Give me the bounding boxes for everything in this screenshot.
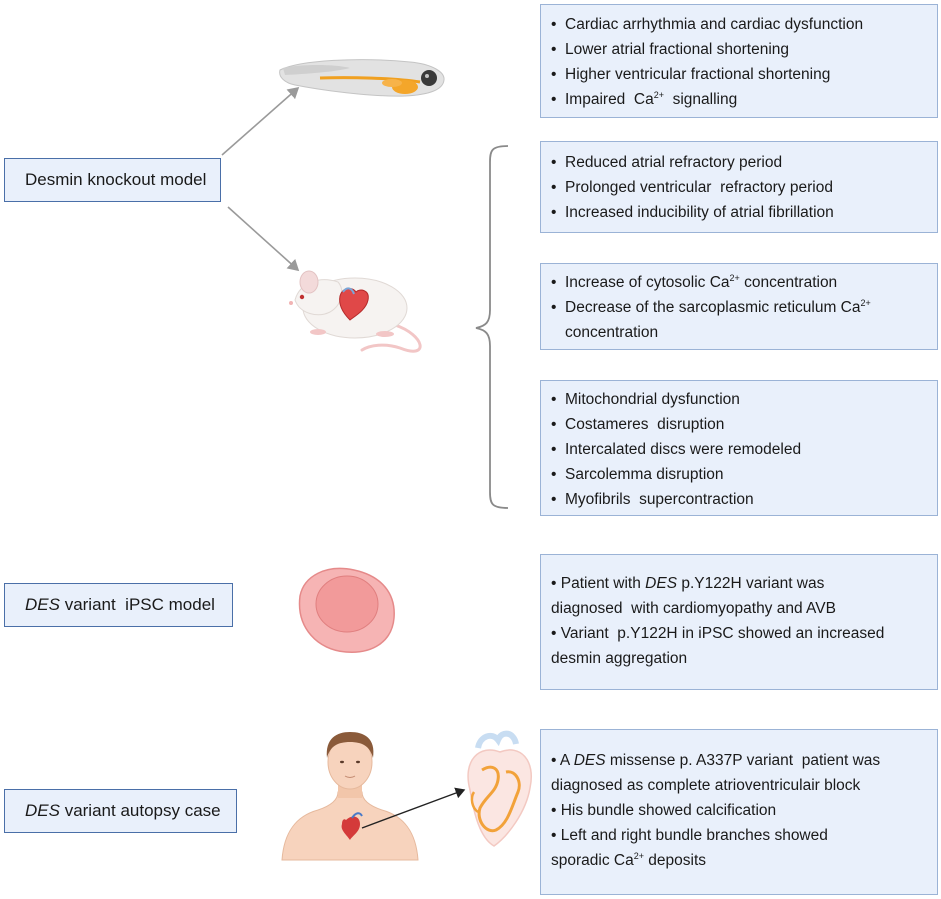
finding-item: Myofibrils supercontraction	[551, 487, 927, 512]
finding-item: Cardiac arrhythmia and cardiac dysfuncti…	[551, 12, 927, 37]
finding-item: • Variant p.Y122H in iPSC showed an incr…	[551, 625, 885, 642]
mouse-structure-box: Mitochondrial dysfunction Costameres dis…	[540, 380, 938, 516]
finding-item: Impaired Ca2+ signalling	[551, 87, 927, 112]
autopsy-findings-box: • A DES missense p. A337P variant patien…	[540, 729, 938, 895]
ipsc-findings-box: • Patient with DES p.Y122H variant was d…	[540, 554, 938, 690]
human-torso-icon	[281, 732, 419, 861]
arrow-to-mouse	[227, 206, 300, 272]
finding-item: • Left and right bundle branches showed	[551, 827, 828, 844]
finding-item: Lower atrial fractional shortening	[551, 37, 927, 62]
mouse-refractory-box: Reduced atrial refractory period Prolong…	[540, 141, 938, 233]
zebrafish-larva-icon	[279, 59, 445, 97]
cardiomyocyte-cell-icon	[298, 567, 395, 653]
finding-continuation: sporadic Ca2+ deposits	[551, 850, 707, 869]
finding-item: Increase of cytosolic Ca2+ concentration	[551, 270, 927, 295]
finding-item: Mitochondrial dysfunction	[551, 387, 927, 412]
mouse-calcium-box: Increase of cytosolic Ca2+ concentration…	[540, 263, 938, 350]
arrow-to-heart	[361, 787, 466, 829]
finding-continuation: concentration	[565, 324, 659, 341]
finding-continuation: diagnosed as complete atrioventriculair …	[551, 777, 861, 794]
finding-item: • Patient with DES p.Y122H variant was	[551, 575, 825, 592]
finding-item: Intercalated discs were remodeled	[551, 437, 927, 462]
finding-item: Costameres disruption	[551, 412, 927, 437]
finding-item: Decrease of the sarcoplasmic reticulum C…	[551, 295, 927, 320]
heart-conduction-icon	[467, 730, 532, 847]
finding-item: Reduced atrial refractory period	[551, 150, 927, 175]
zebrafish-findings-box: Cardiac arrhythmia and cardiac dysfuncti…	[540, 4, 938, 118]
finding-item: Sarcolemma disruption	[551, 462, 927, 487]
finding-continuation: desmin aggregation	[551, 650, 688, 667]
finding-item: • A DES missense p. A337P variant patien…	[551, 752, 881, 769]
finding-item: Prolonged ventricular refractory period	[551, 175, 927, 200]
finding-continuation: diagnosed with cardiomyopathy and AVB	[551, 600, 836, 617]
knockout-model-label: Desmin knockout model	[4, 158, 221, 202]
ipsc-model-label: DES variant iPSC model	[4, 583, 233, 627]
autopsy-gene-name: DES	[25, 801, 60, 820]
ipsc-gene-name: DES	[25, 595, 60, 614]
finding-item: Increased inducibility of atrial fibrill…	[551, 200, 927, 225]
mouse-icon	[289, 270, 422, 353]
finding-item: Higher ventricular fractional shortening	[551, 62, 927, 87]
finding-item: • His bundle showed calcification	[551, 802, 777, 819]
arrow-to-zebrafish	[221, 86, 300, 156]
grouping-brace	[475, 145, 509, 509]
autopsy-case-label: DES variant autopsy case	[4, 789, 237, 833]
